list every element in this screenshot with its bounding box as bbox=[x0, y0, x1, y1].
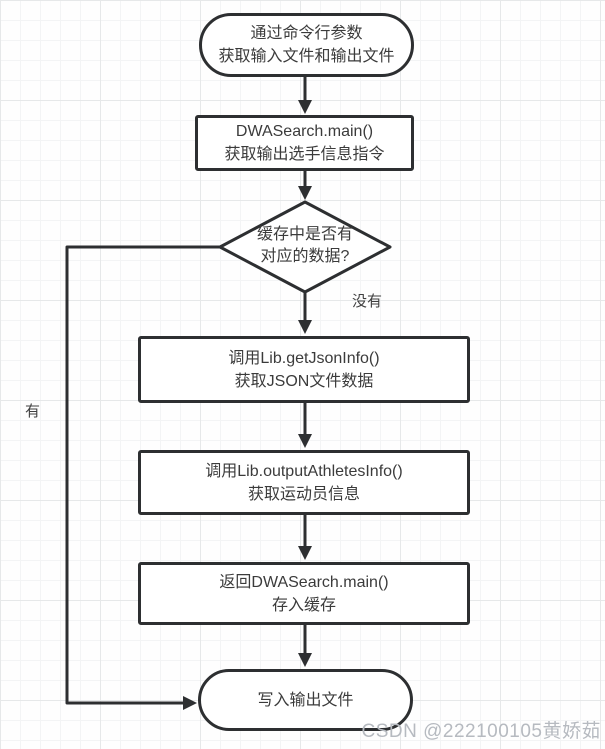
node-output-line1: 调用Lib.outputAthletesInfo() bbox=[205, 462, 403, 480]
node-output-line2: 获取运动员信息 bbox=[247, 485, 360, 503]
node-dwasearch-main: DWASearch.main() 获取输出选手信息指令 bbox=[195, 115, 414, 171]
node-return-line2: 存入缓存 bbox=[271, 596, 336, 614]
arrowhead-loop-end bbox=[183, 696, 197, 710]
node-main-line2: 获取输出选手信息指令 bbox=[224, 146, 385, 163]
node-output-athletes-info: 调用Lib.outputAthletesInfo() 获取运动员信息 bbox=[138, 450, 470, 515]
node-end-line1: 写入输出文件 bbox=[257, 691, 354, 709]
arrowhead-getjson-output bbox=[298, 434, 312, 448]
node-return-line1: 返回DWASearch.main() bbox=[219, 573, 389, 591]
decision-line1: 缓存中是否有 bbox=[256, 226, 353, 243]
node-start-line2: 获取输入文件和输出文件 bbox=[218, 48, 395, 65]
edge-label-no: 没有 bbox=[352, 293, 383, 310]
decision-diamond-shape bbox=[218, 200, 392, 294]
edge-decision-end-loop bbox=[65, 245, 220, 705]
edge-label-yes: 有 bbox=[25, 403, 41, 420]
decision-line2: 对应的数据? bbox=[260, 248, 350, 265]
arrowhead-return-end bbox=[298, 653, 312, 667]
node-start-line1: 通过命令行参数 bbox=[250, 25, 363, 42]
node-start-terminal: 通过命令行参数 获取输入文件和输出文件 bbox=[199, 13, 414, 77]
arrowhead-output-return bbox=[298, 546, 312, 560]
csdn-watermark: CSDN @222100105黄娇茹 bbox=[361, 721, 601, 742]
node-getjson-line1: 调用Lib.getJsonInfo() bbox=[228, 349, 380, 367]
node-get-json-info: 调用Lib.getJsonInfo() 获取JSON文件数据 bbox=[138, 336, 470, 403]
arrowhead-decision-getjson bbox=[298, 320, 312, 334]
node-cache-decision: 缓存中是否有 对应的数据? bbox=[225, 224, 385, 268]
node-return-main: 返回DWASearch.main() 存入缓存 bbox=[138, 562, 470, 625]
node-getjson-line2: 获取JSON文件数据 bbox=[234, 372, 374, 390]
arrowhead-main-decision bbox=[298, 186, 312, 200]
node-main-line1: DWASearch.main() bbox=[235, 123, 374, 140]
node-end-terminal: 写入输出文件 bbox=[198, 669, 413, 731]
arrowhead-start-main bbox=[298, 100, 312, 114]
